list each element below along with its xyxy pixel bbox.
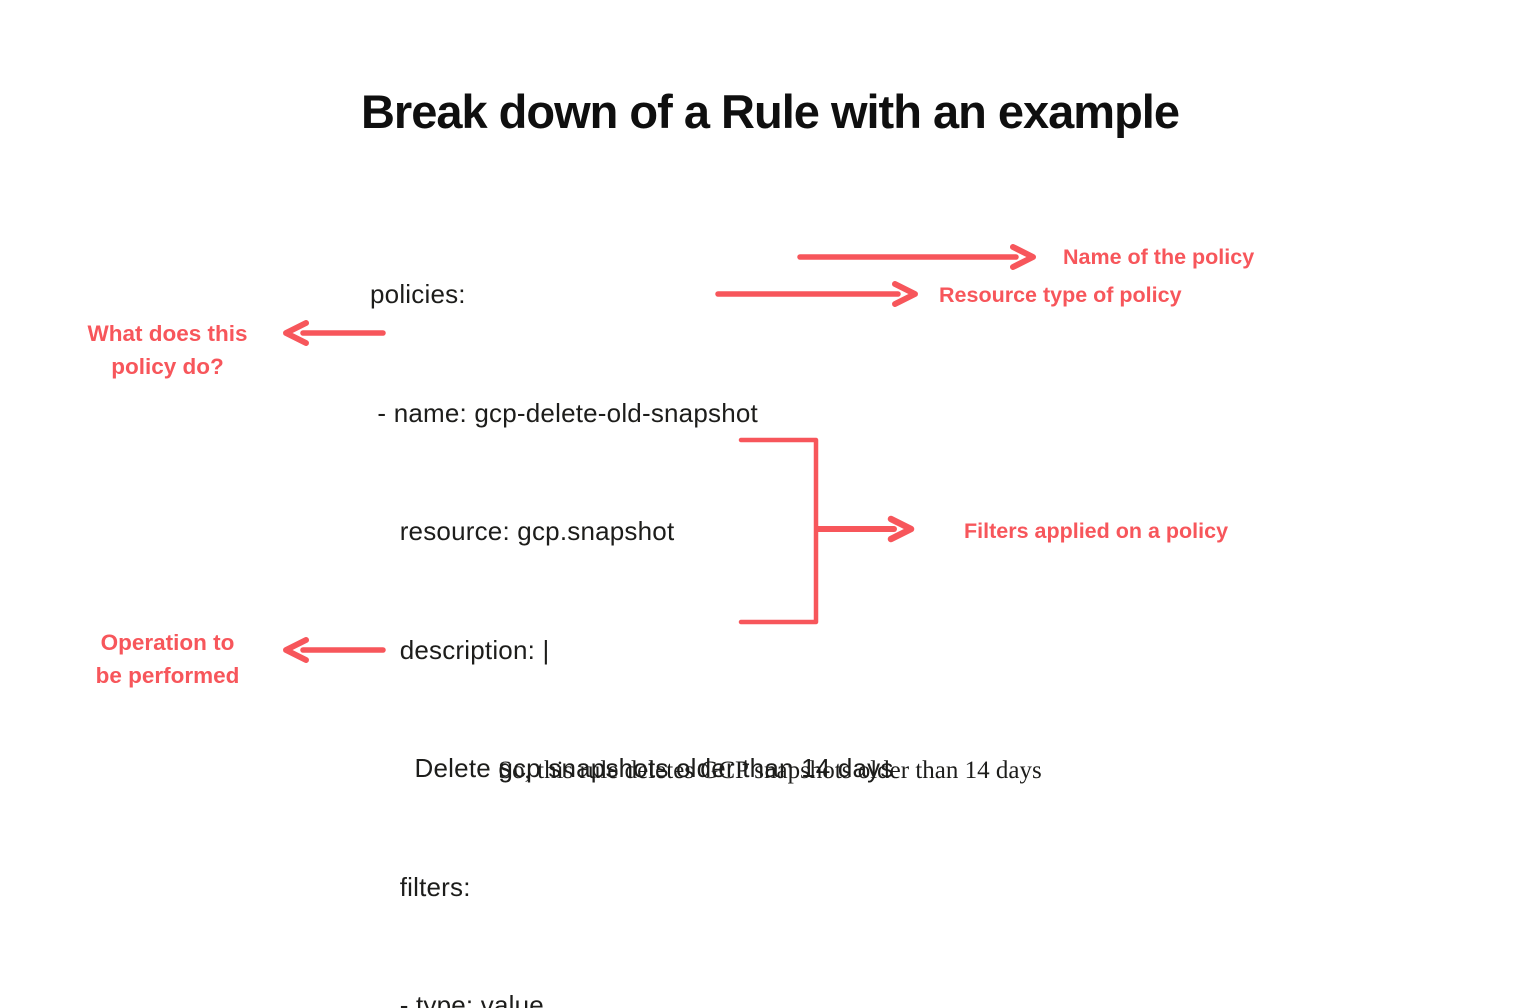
yaml-line-filter-type: - type: value xyxy=(370,990,544,1008)
yaml-line-description-text: Delete gcp snapshots older than 14 days xyxy=(370,753,894,783)
yaml-line-policies: policies: xyxy=(370,279,466,309)
yaml-line-resource: resource: gcp.snapshot xyxy=(370,516,675,546)
arrow-left-icon xyxy=(283,637,386,663)
policy-description-label-line2: policy do? xyxy=(111,354,224,379)
policy-description-label-line1: What does this xyxy=(87,321,248,346)
name-of-policy-label: Name of the policy xyxy=(1063,245,1255,269)
diagram-title: Break down of a Rule with an example xyxy=(360,85,1180,138)
summary-text: So, this rule deletes GCP snapshots olde… xyxy=(498,757,1042,784)
arrow-left-icon xyxy=(283,320,386,346)
operation-label-line2: be performed xyxy=(95,663,240,688)
filters-applied-label: Filters applied on a policy xyxy=(964,519,1229,543)
operation-label-line1: Operation to xyxy=(100,630,235,655)
policy-yaml-code: policies: - name: gcp-delete-old-snapsho… xyxy=(370,196,894,1008)
yaml-line-name: - name: gcp-delete-old-snapshot xyxy=(370,397,758,428)
operation-label: Operation to be performed xyxy=(55,626,280,692)
policy-description-label: What does this policy do? xyxy=(55,317,280,383)
yaml-line-filters: filters: xyxy=(370,871,471,902)
resource-type-label: Resource type of policy xyxy=(939,283,1182,307)
yaml-line-description: description: | xyxy=(370,634,550,665)
